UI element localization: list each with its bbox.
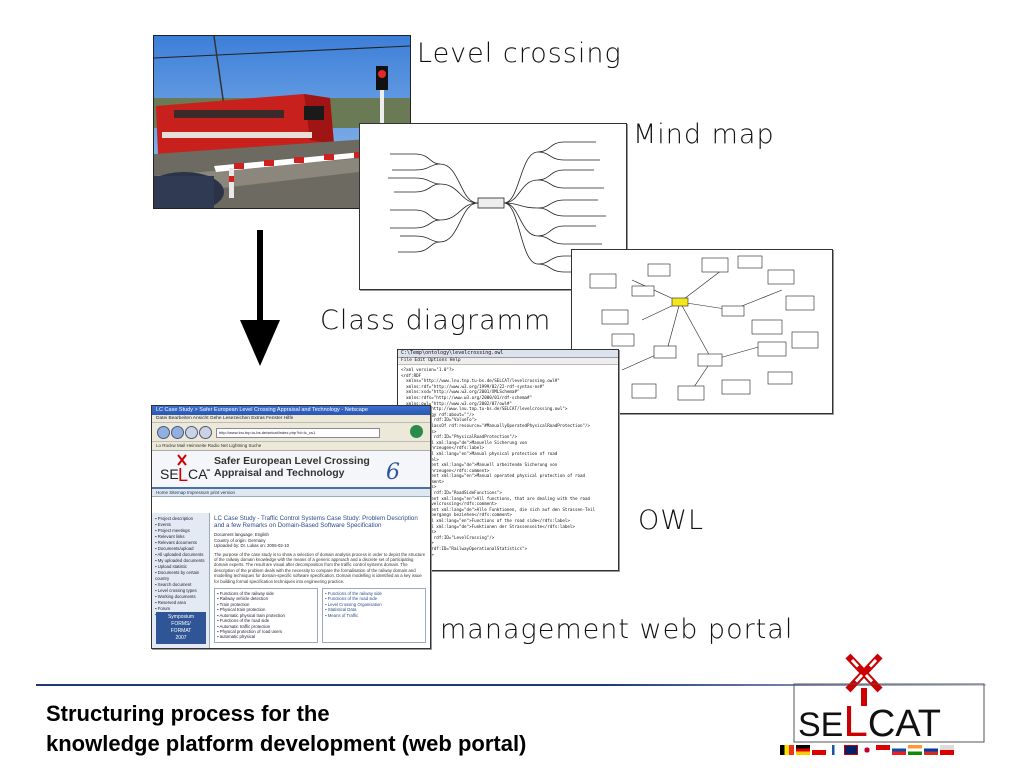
portal-window-title: LC Case Study > Safer European Level Cro…	[152, 406, 430, 415]
arrow-shaft	[257, 230, 263, 322]
portal-article-body: The purpose of the case study is to show…	[214, 551, 426, 584]
selcat-logo-text: SELCAT	[798, 700, 942, 745]
symposium-badge: Symposium FORMS/ FORMAT 2007	[156, 612, 206, 644]
portal-window-menu: Datei Bearbeiten Ansicht Gehe Lesezeiche…	[152, 415, 430, 423]
list-item: ▪ Statistical Data	[325, 607, 357, 613]
country-flags	[780, 745, 954, 755]
footer-rule	[36, 684, 986, 686]
reload-icon	[185, 426, 198, 439]
portal-links-bar: Lo Rückw Mail Heimseite Radio Net Lightn…	[152, 442, 430, 451]
portal-col-left: ▪ Functions of the railway side▪ Railway…	[214, 588, 318, 643]
list-item: ▪ Events	[155, 522, 171, 527]
list-item: ▪ Automatic traffic protection	[217, 623, 271, 629]
list-item: ▪ Working documents	[155, 594, 196, 599]
list-item: ▪ Physical protection of road users	[217, 628, 283, 634]
owl-source-window: C:\Temp\ontology\levelcrossing.owl File …	[397, 349, 619, 571]
portal-site-nav: Home Sitemap Impressum print version	[152, 489, 430, 497]
list-item: ▪ Relevant links	[155, 534, 185, 539]
list-item: ▪ Documents/upload	[155, 546, 194, 551]
selcat-logo: SELCAT	[776, 648, 996, 760]
footer-title: Structuring process for the knowledge pl…	[46, 699, 526, 759]
label-level-crossing: Level crossing	[417, 38, 622, 69]
logo-se: SE	[798, 706, 844, 744]
list-item: ▪ Functions of the railway side	[217, 591, 274, 597]
owl-code: <?xml version="1.0"?> <rdf:RDF xmlns="ht…	[401, 367, 596, 557]
footer-title-line1: Structuring process for the	[46, 701, 330, 726]
flag-icon	[908, 745, 922, 755]
portal-selcat-logo: SE L CAT	[160, 454, 210, 485]
list-item: ▪ Means of Traffic	[325, 612, 359, 618]
list-item: ▪ Railway vehicle detection	[217, 596, 268, 602]
flag-icon	[828, 745, 842, 755]
svg-text:CAT: CAT	[188, 466, 210, 482]
list-item: ▪ Functions of the railway side	[325, 591, 382, 597]
eu-6-logo: 6	[386, 460, 400, 481]
label-mind-map: Mind map	[633, 119, 775, 150]
back-icon	[157, 426, 170, 439]
label-class-diagram: Class diagramm	[320, 305, 552, 336]
svg-text:SE: SE	[160, 466, 179, 482]
logo-cat: CAT	[867, 703, 942, 745]
portal-site-title-2: Appraisal and Technology	[214, 467, 345, 479]
footer-title-line2: knowledge platform development (web port…	[46, 731, 527, 756]
portal-site-title: Safer European Level Crossing Appraisal …	[214, 455, 370, 479]
list-item: ▪ Physical train protection	[217, 607, 266, 613]
list-item: ▪ Functions of the road side	[217, 618, 270, 624]
list-item: ▪ Level Crossing Organisation	[325, 601, 382, 607]
portal-site-title-1: Safer European Level Crossing	[214, 455, 370, 467]
list-item: ▪ Train protection	[217, 601, 250, 607]
list-item: ▪ Project meetings	[155, 528, 190, 533]
forward-icon	[171, 426, 184, 439]
list-item: ▪ Automatic physical train protection	[217, 612, 285, 618]
portal-sidebar: ▪ Project description▪ Events▪ Project m…	[152, 513, 210, 648]
stop-icon	[199, 426, 212, 439]
portal-col-right: ▪ Functions of the railway side▪ Functio…	[322, 588, 426, 643]
owl-window-menu: File Edit Options Help	[398, 358, 618, 365]
flag-icon	[892, 745, 906, 755]
list-item: ▪ My uploaded documents	[155, 558, 205, 563]
portal-meta-language: Document language: English	[214, 532, 269, 538]
list-item: ▪ Project description	[155, 516, 194, 521]
list-item: ▪ Forum	[155, 606, 171, 611]
list-item: ▪ Level crossing types	[155, 588, 197, 593]
mind-map-drawing	[388, 141, 606, 273]
list-item: ▪ All uploaded documents	[155, 552, 204, 557]
address-bar: http://www.lnu.tnp.tu-bs.de/selcat/index…	[216, 428, 380, 438]
list-item: ▪ Relevant documents	[155, 540, 197, 545]
label-portal: management web portal	[440, 614, 794, 645]
label-owl: OWL	[638, 505, 704, 536]
web-portal-screenshot: LC Case Study > Safer European Level Cro…	[151, 405, 431, 649]
throbber-icon	[410, 425, 423, 438]
flag-icon	[780, 745, 794, 755]
class-diagram-drawing	[589, 255, 819, 401]
flag-icon	[844, 745, 858, 755]
flag-icon	[876, 745, 890, 755]
portal-meta-country: Country of origin: Germany	[214, 537, 266, 543]
logo-l: L	[843, 697, 868, 746]
list-item: ▪ Functions of the road side	[325, 596, 378, 602]
portal-article-heading: LC Case Study - Traffic Control Systems …	[214, 515, 418, 530]
flag-icon	[796, 745, 810, 755]
portal-site-header: SE L CAT Safer European Level Crossing A…	[152, 451, 430, 489]
arrow-down-icon	[240, 320, 280, 366]
flag-icon	[860, 745, 874, 755]
list-item: ▪ automatic physical	[217, 634, 256, 640]
portal-main: LC Case Study - Traffic Control Systems …	[214, 513, 426, 648]
flag-icon	[812, 745, 826, 755]
list-item: ▪ Documents by certain country	[155, 570, 200, 581]
owl-window-title: C:\Temp\ontology\levelcrossing.owl	[398, 350, 618, 358]
portal-meta-upload: Uploaded by: Dr. Lukas on: 2006-02-10	[214, 543, 290, 549]
flag-icon	[924, 745, 938, 755]
selcat-logo-mark	[793, 653, 985, 743]
svg-text:6: 6	[386, 460, 400, 481]
svg-text:L: L	[178, 465, 188, 485]
portal-toolbar: http://www.lnu.tnp.tu-bs.de/selcat/index…	[152, 423, 430, 442]
flag-icon	[940, 745, 954, 755]
list-item: ▪ Reserved area	[155, 600, 186, 605]
list-item: ▪ Search document	[155, 582, 192, 587]
list-item: ▪ Upload statistic	[155, 564, 187, 569]
